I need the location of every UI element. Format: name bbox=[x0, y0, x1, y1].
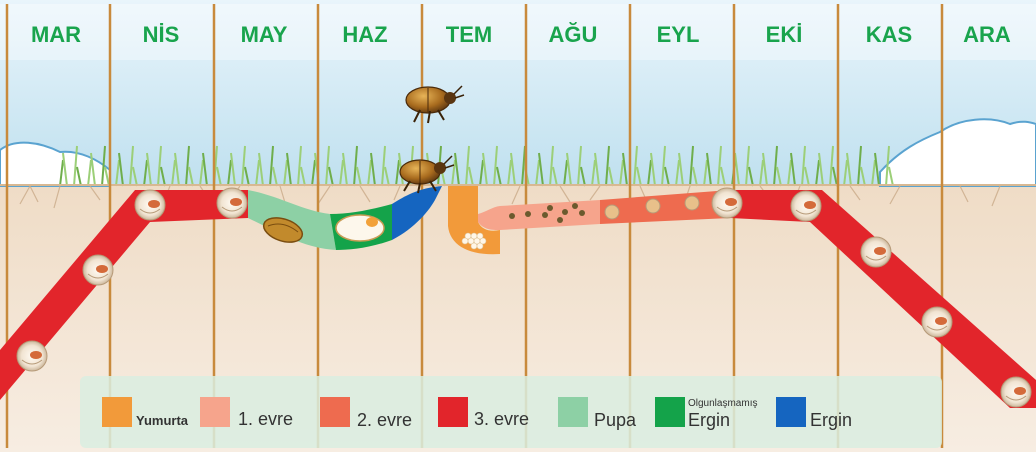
legend-label: 1. evre bbox=[238, 409, 293, 429]
legend-swatch bbox=[776, 397, 806, 427]
larva-icon bbox=[685, 196, 699, 210]
month-label-agu: AĞU bbox=[549, 22, 598, 47]
legend-swatch bbox=[320, 397, 350, 427]
larva-icon bbox=[83, 255, 113, 285]
legend-swatch bbox=[200, 397, 230, 427]
legend-swatch bbox=[558, 397, 588, 427]
month-label-haz: HAZ bbox=[342, 22, 387, 47]
larva-icon bbox=[605, 205, 619, 219]
legend-label: Pupa bbox=[594, 410, 637, 430]
month-label-ara: ARA bbox=[963, 22, 1011, 47]
month-label-eyl: EYL bbox=[657, 22, 700, 47]
larva-icon bbox=[861, 237, 891, 267]
month-label-mar: MAR bbox=[31, 22, 81, 47]
legend-label: Ergin bbox=[810, 410, 852, 430]
month-label-nis: NİS bbox=[143, 22, 180, 47]
legend-label: Yumurta bbox=[136, 413, 189, 428]
legend-label: Ergin bbox=[688, 410, 730, 430]
legend-swatch bbox=[438, 397, 468, 427]
legend-sublabel: Olgunlaşmamış bbox=[688, 398, 757, 409]
month-label-eki: EKİ bbox=[766, 22, 803, 47]
month-label-tem: TEM bbox=[446, 22, 492, 47]
immature-adult-icon bbox=[336, 215, 384, 241]
legend-swatch bbox=[655, 397, 685, 427]
larva-icon bbox=[135, 190, 165, 220]
larva-icon bbox=[922, 307, 952, 337]
month-label-kas: KAS bbox=[866, 22, 912, 47]
larva-icon bbox=[1001, 377, 1031, 407]
larva-icon bbox=[791, 191, 821, 221]
legend-label: 3. evre bbox=[474, 409, 529, 429]
legend-swatch bbox=[102, 397, 132, 427]
larva-icon bbox=[646, 199, 660, 213]
legend-label: 2. evre bbox=[357, 410, 412, 430]
larva-icon bbox=[17, 341, 47, 371]
month-label-may: MAY bbox=[241, 22, 288, 47]
larva-icon bbox=[217, 188, 247, 218]
larva-icon bbox=[712, 188, 742, 218]
